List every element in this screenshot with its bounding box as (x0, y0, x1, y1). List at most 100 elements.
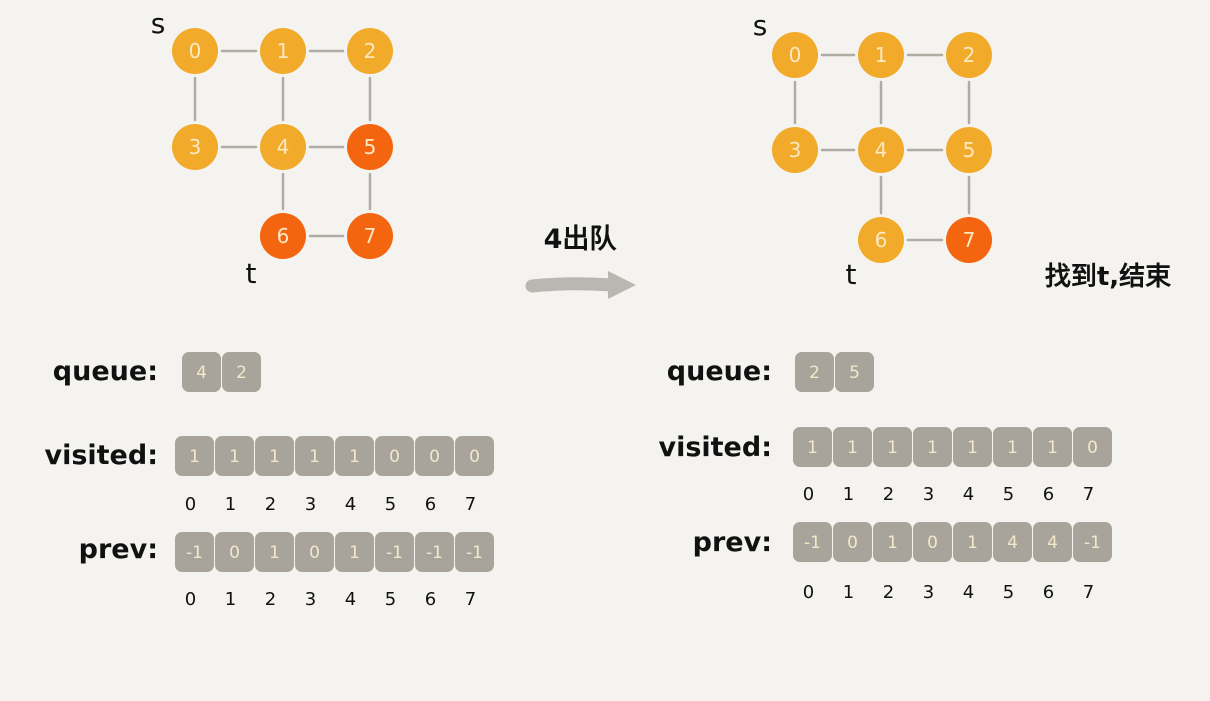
cell-box (993, 427, 1032, 467)
cell-value: 1 (309, 447, 320, 467)
cell-box (795, 352, 834, 392)
cell-value: 0 (847, 533, 858, 553)
cell-value: -1 (186, 543, 203, 563)
index-label: 1 (843, 484, 854, 505)
prev-cell: 1 (953, 522, 992, 562)
node-circle (772, 32, 818, 78)
visited-cell: 0 (455, 436, 494, 476)
cell-box (1073, 522, 1112, 562)
prev-cell: -1 (793, 522, 832, 562)
prev-cell: -1 (1073, 522, 1112, 562)
prev-cell: 0 (295, 532, 334, 572)
cell-value: -1 (426, 543, 443, 563)
cell-box (175, 532, 214, 572)
cell-value: 2 (809, 363, 820, 383)
transition-arrow: 4出队 (525, 224, 636, 299)
cell-value: 0 (309, 543, 320, 563)
prev-cell: 1 (335, 532, 374, 572)
index-label: 3 (305, 494, 316, 515)
visited-cell: 0 (1073, 427, 1112, 467)
prev-cell: 0 (833, 522, 872, 562)
node-label: 1 (875, 43, 888, 67)
cell-value: 1 (269, 447, 280, 467)
node-circle (347, 124, 393, 170)
prev-cell: -1 (375, 532, 414, 572)
cell-box (295, 436, 334, 476)
cell-box (1033, 522, 1072, 562)
index-label: 1 (843, 582, 854, 603)
node-circle (260, 124, 306, 170)
visited-cell: 0 (415, 436, 454, 476)
node-circle (772, 127, 818, 173)
node-label: 2 (364, 39, 377, 63)
cell-box (182, 352, 221, 392)
cell-box (1033, 427, 1072, 467)
cell-value: 0 (429, 447, 440, 467)
index-label: 1 (225, 589, 236, 610)
cell-value: 1 (847, 438, 858, 458)
result-label: 找到t,结束 (1045, 261, 1172, 292)
index-label: 0 (185, 589, 196, 610)
cell-value: 0 (469, 447, 480, 467)
cell-box (295, 532, 334, 572)
index-label: 2 (265, 589, 276, 610)
index-label: 7 (465, 589, 476, 610)
cell-value: 1 (887, 438, 898, 458)
cell-value: 1 (229, 447, 240, 467)
cell-box (375, 532, 414, 572)
cell-value: -1 (1084, 533, 1101, 553)
node-label: 7 (963, 228, 976, 252)
visited-cell: 1 (993, 427, 1032, 467)
node-label: 5 (963, 138, 976, 162)
cell-box (375, 436, 414, 476)
queue-cell: 2 (795, 352, 834, 392)
visited-cell: 1 (953, 427, 992, 467)
node-circle (946, 127, 992, 173)
target-label: t (846, 258, 857, 291)
graph-node: 4 (858, 127, 904, 173)
cell-box (953, 427, 992, 467)
cell-box (335, 436, 374, 476)
graph-node: 2 (946, 32, 992, 78)
cell-box (993, 522, 1032, 562)
cell-value: 4 (196, 363, 207, 383)
node-label: 0 (789, 43, 802, 67)
visited-cell: 1 (175, 436, 214, 476)
node-label: 4 (277, 135, 290, 159)
node-circle (347, 28, 393, 74)
prev-cell: 1 (873, 522, 912, 562)
cell-box (455, 532, 494, 572)
index-label: 2 (265, 494, 276, 515)
cell-box (255, 532, 294, 572)
graph-node: 4 (260, 124, 306, 170)
node-label: 3 (189, 135, 202, 159)
cell-box (833, 427, 872, 467)
index-label: 3 (923, 582, 934, 603)
node-circle (858, 32, 904, 78)
graph-edges (193, 49, 372, 238)
node-label: 7 (364, 224, 377, 248)
index-label: 7 (1083, 484, 1094, 505)
graph-node: 3 (772, 127, 818, 173)
cell-value: 1 (807, 438, 818, 458)
queue-cell: 5 (835, 352, 874, 392)
prev-cell: 4 (1033, 522, 1072, 562)
index-label: 2 (883, 484, 894, 505)
cell-value: 1 (1007, 438, 1018, 458)
queue-label: queue: (667, 356, 772, 387)
index-label: 4 (345, 494, 356, 515)
node-label: 5 (364, 135, 377, 159)
cell-box (913, 427, 952, 467)
node-circle (347, 213, 393, 259)
visited-cell: 1 (913, 427, 952, 467)
cell-value: 1 (927, 438, 938, 458)
index-label: 7 (465, 494, 476, 515)
